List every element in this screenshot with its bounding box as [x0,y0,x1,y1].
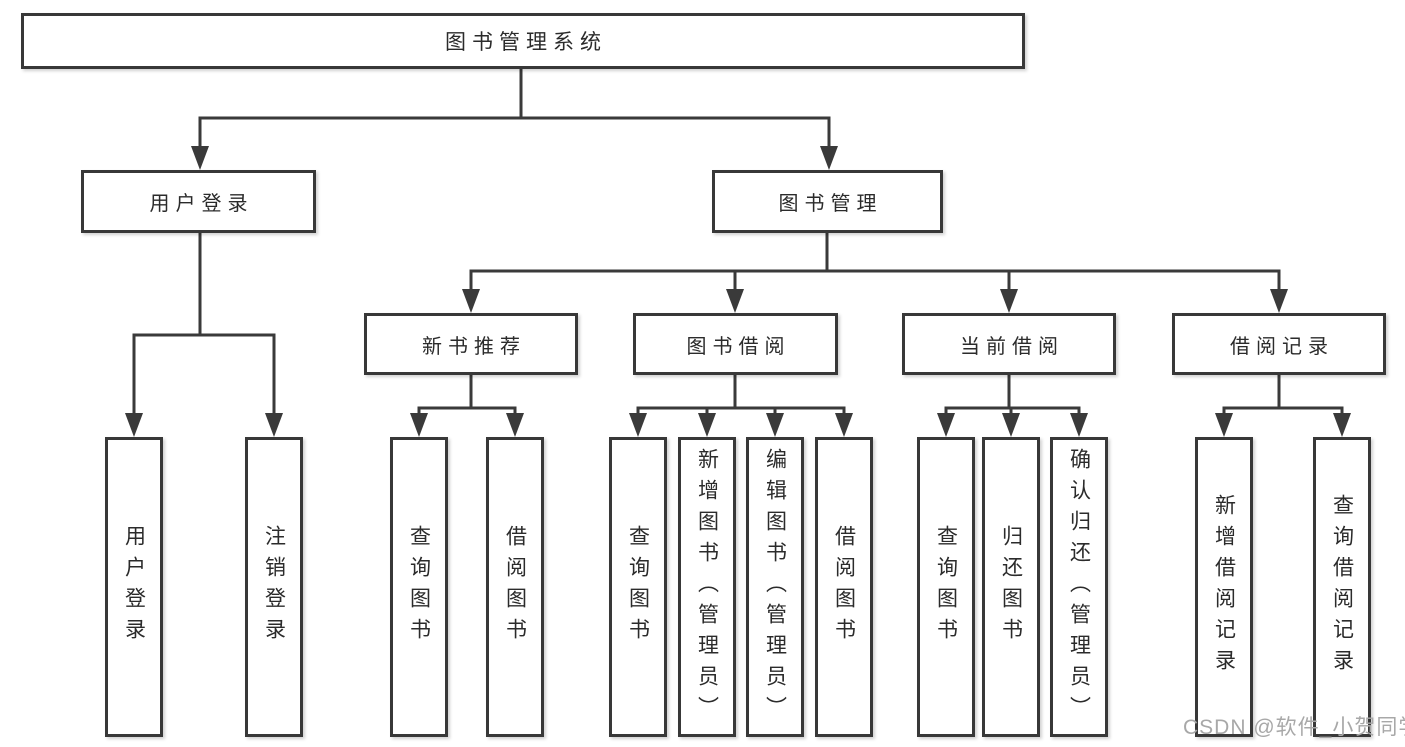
leaf-query-books-borrow-label: 查询图书 [626,525,650,649]
node-user-login-label: 用户登录 [149,193,254,215]
leaf-borrow-books: 借阅图书 [815,437,873,737]
leaf-add-books-admin: 新增图书（管理员） [678,437,736,737]
arrowhead [462,289,480,313]
leaf-user-login: 用户登录 [105,437,163,737]
connector-borrow-records-to-leaves [1215,373,1351,437]
connector-book-management-to-level3 [462,231,1288,313]
arrowhead [726,289,744,313]
arrowhead [1000,289,1018,313]
leaf-borrow-books-label: 借阅图书 [832,525,856,649]
leaf-return-books: 归还图书 [982,437,1040,737]
arrowhead [1070,413,1088,437]
leaf-query-books-recommend: 查询图书 [390,437,448,737]
leaf-query-books-borrow: 查询图书 [609,437,667,737]
leaf-return-books-label: 归还图书 [999,525,1023,649]
leaf-logout-login-label: 注销登录 [262,525,286,649]
leaf-query-books-current-label: 查询图书 [934,525,958,649]
leaf-borrow-books-recommend: 借阅图书 [486,437,544,737]
connector-root-to-level2 [191,67,838,170]
arrowhead [629,413,647,437]
leaf-add-borrow-record-label: 新增借阅记录 [1212,494,1236,680]
node-book-borrow-label: 图书借阅 [686,335,791,358]
node-root: 图书管理系统 [21,13,1025,69]
arrowhead [191,146,209,170]
leaf-add-books-admin-label: 新增图书（管理员） [695,447,719,727]
arrowhead [1333,413,1351,437]
arrowhead [766,413,784,437]
node-borrow-records: 借阅记录 [1172,313,1386,375]
leaf-logout-login: 注销登录 [245,437,303,737]
leaf-query-books-current: 查询图书 [917,437,975,737]
arrowhead [1270,289,1288,313]
connector-current-borrow-to-leaves [937,373,1088,437]
arrowhead [937,413,955,437]
node-user-login: 用户登录 [81,170,316,233]
arrowhead [410,413,428,437]
node-book-borrow: 图书借阅 [633,313,838,375]
leaf-add-borrow-record: 新增借阅记录 [1195,437,1253,737]
leaf-confirm-return-admin: 确认归还（管理员） [1050,437,1108,737]
connector-new-book-recommend-to-leaves [410,373,524,437]
leaf-user-login-label: 用户登录 [122,525,146,649]
arrowhead [820,146,838,170]
arrowhead [1215,413,1233,437]
node-current-borrow: 当前借阅 [902,313,1116,375]
leaf-query-borrow-record-label: 查询借阅记录 [1330,494,1354,680]
leaf-edit-books-admin: 编辑图书（管理员） [746,437,804,737]
csdn-watermark: CSDN @软件_小贺同学 [1183,716,1405,739]
arrowhead [698,413,716,437]
leaf-query-borrow-record: 查询借阅记录 [1313,437,1371,737]
connector-user-login-to-leaves [125,231,283,437]
leaf-confirm-return-admin-label: 确认归还（管理员） [1067,447,1091,727]
arrowhead [265,413,283,437]
node-new-book-recommend-label: 新书推荐 [422,335,526,358]
node-book-management-label: 图书管理 [778,193,883,215]
leaf-query-books-recommend-label: 查询图书 [407,525,431,649]
arrowhead [506,413,524,437]
leaf-borrow-books-recommend-label: 借阅图书 [503,525,527,649]
arrowhead [125,413,143,437]
node-borrow-records-label: 借阅记录 [1230,335,1334,358]
node-root-label: 图书管理系统 [445,31,607,54]
connector-book-borrow-to-leaves [629,373,853,437]
leaf-edit-books-admin-label: 编辑图书（管理员） [763,447,787,727]
arrowhead [1002,413,1020,437]
node-current-borrow-label: 当前借阅 [960,335,1064,358]
node-new-book-recommend: 新书推荐 [364,313,578,375]
arrowhead [835,413,853,437]
node-book-management: 图书管理 [712,170,943,233]
